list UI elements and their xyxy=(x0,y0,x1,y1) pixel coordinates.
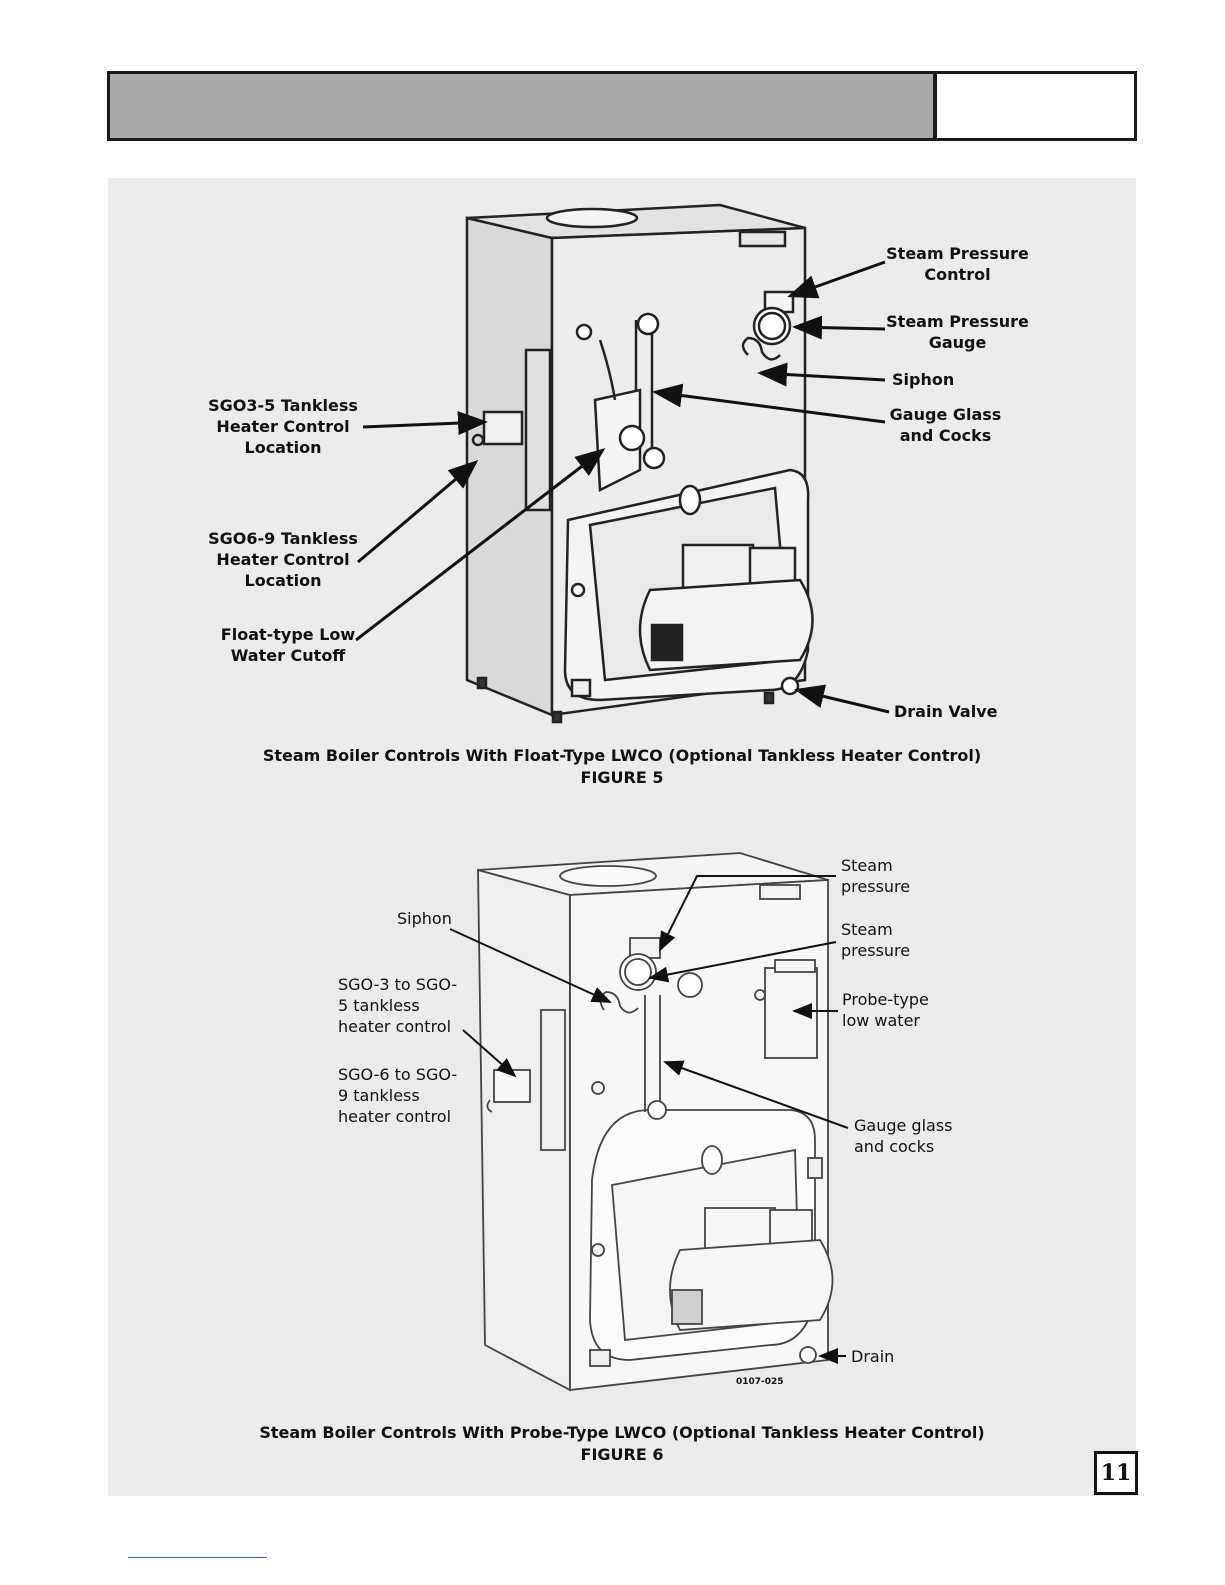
label-steam-pressure-gauge-6: Steam pressure xyxy=(841,920,911,960)
header-title-block xyxy=(110,74,937,138)
label-drain-valve: Drain Valve xyxy=(894,702,998,721)
label-sgo3-sgo5-6: SGO-3 to SGO- 5 tankless heater control xyxy=(338,975,458,1036)
header-bar xyxy=(107,71,1137,141)
label-steam-pressure-control: Steam Pressure Control xyxy=(886,244,1029,284)
label-steam-pressure-control-6: Steam pressure xyxy=(841,856,911,896)
figure5-caption: Steam Boiler Controls With Float-Type LW… xyxy=(262,746,982,765)
figure5-number: FIGURE 5 xyxy=(580,768,664,787)
label-gauge-glass-cocks: Gauge Glass and Cocks xyxy=(889,405,1002,445)
label-siphon-6: Siphon xyxy=(397,909,452,928)
page-number: 11 xyxy=(1094,1451,1138,1495)
label-steam-pressure-gauge: Steam Pressure Gauge xyxy=(886,312,1029,352)
label-siphon: Siphon xyxy=(892,370,955,389)
label-sgo6-sgo9-6: SGO-6 to SGO- 9 tankless heater control xyxy=(338,1065,458,1126)
figure6-caption: Steam Boiler Controls With Probe-Type LW… xyxy=(259,1423,985,1442)
figure5-boiler xyxy=(465,203,814,724)
drawing-code: 0107-025 xyxy=(736,1377,784,1387)
label-drain-6: Drain xyxy=(851,1347,895,1366)
label-sgo6-9-tankless: SGO6-9 Tankless Heater Control Location xyxy=(208,529,358,590)
figure6-boiler xyxy=(477,852,834,1392)
label-probe-type-lwco: Probe-type low water xyxy=(842,990,929,1030)
footer-link-underline[interactable] xyxy=(128,1557,267,1558)
label-float-type-lwco: Float-type Low Water Cutoff xyxy=(220,625,356,665)
label-sgo3-5-tankless: SGO3-5 Tankless Heater Control Location xyxy=(208,396,358,457)
label-gauge-glass-cocks-6: Gauge glass and cocks xyxy=(854,1116,953,1156)
figure6-number: FIGURE 6 xyxy=(580,1445,664,1464)
